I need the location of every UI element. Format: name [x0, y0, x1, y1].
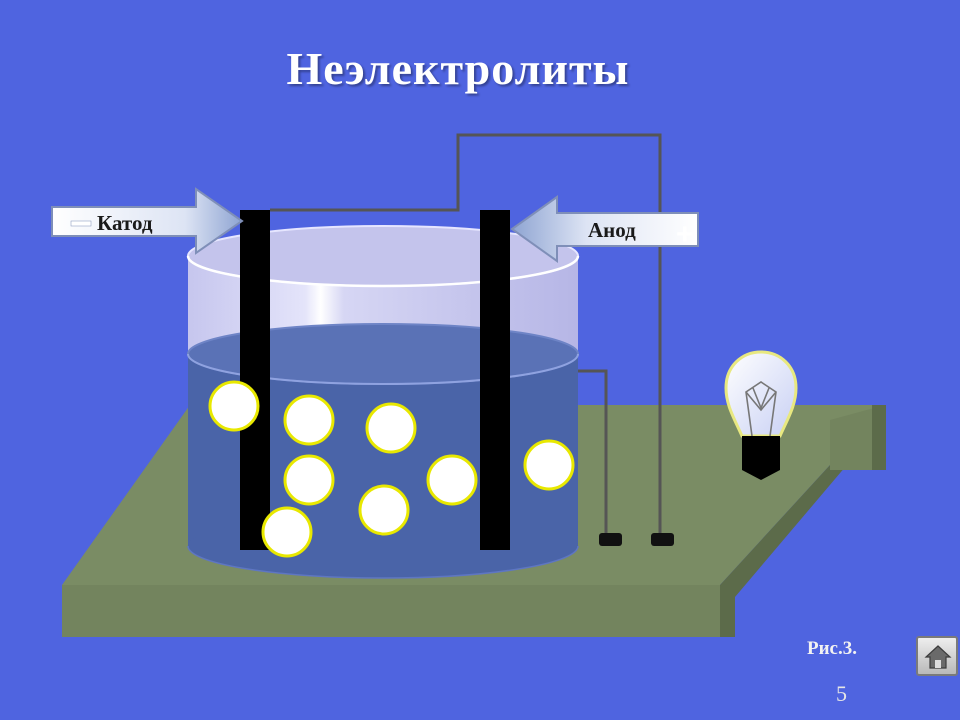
home-icon [924, 645, 952, 669]
cathode-electrode [240, 210, 270, 550]
molecules [208, 380, 575, 558]
anode-electrode [480, 210, 510, 550]
terminal-right [651, 533, 674, 546]
plus-icon: + [676, 218, 694, 251]
anode-arrow: Анод + [510, 195, 699, 263]
cathode-label: Катод [97, 211, 153, 235]
anode-label: Анод [588, 218, 636, 242]
light-bulb-icon [724, 350, 798, 480]
molecule [283, 454, 335, 506]
molecule [283, 394, 335, 446]
molecule [358, 484, 410, 536]
minus-icon [70, 220, 92, 227]
cathode-arrow: Катод [51, 187, 244, 255]
figure-caption: Рис.3. [807, 638, 857, 659]
home-button[interactable] [916, 636, 958, 676]
terminal-left [599, 533, 622, 546]
page-title: Неэлектролиты [286, 43, 630, 94]
page-number: 5 [836, 681, 847, 706]
circuit-wires [270, 133, 662, 540]
molecule [426, 454, 478, 506]
molecule [365, 402, 417, 454]
molecule [261, 506, 313, 558]
molecule [523, 439, 575, 491]
molecule [208, 380, 260, 432]
